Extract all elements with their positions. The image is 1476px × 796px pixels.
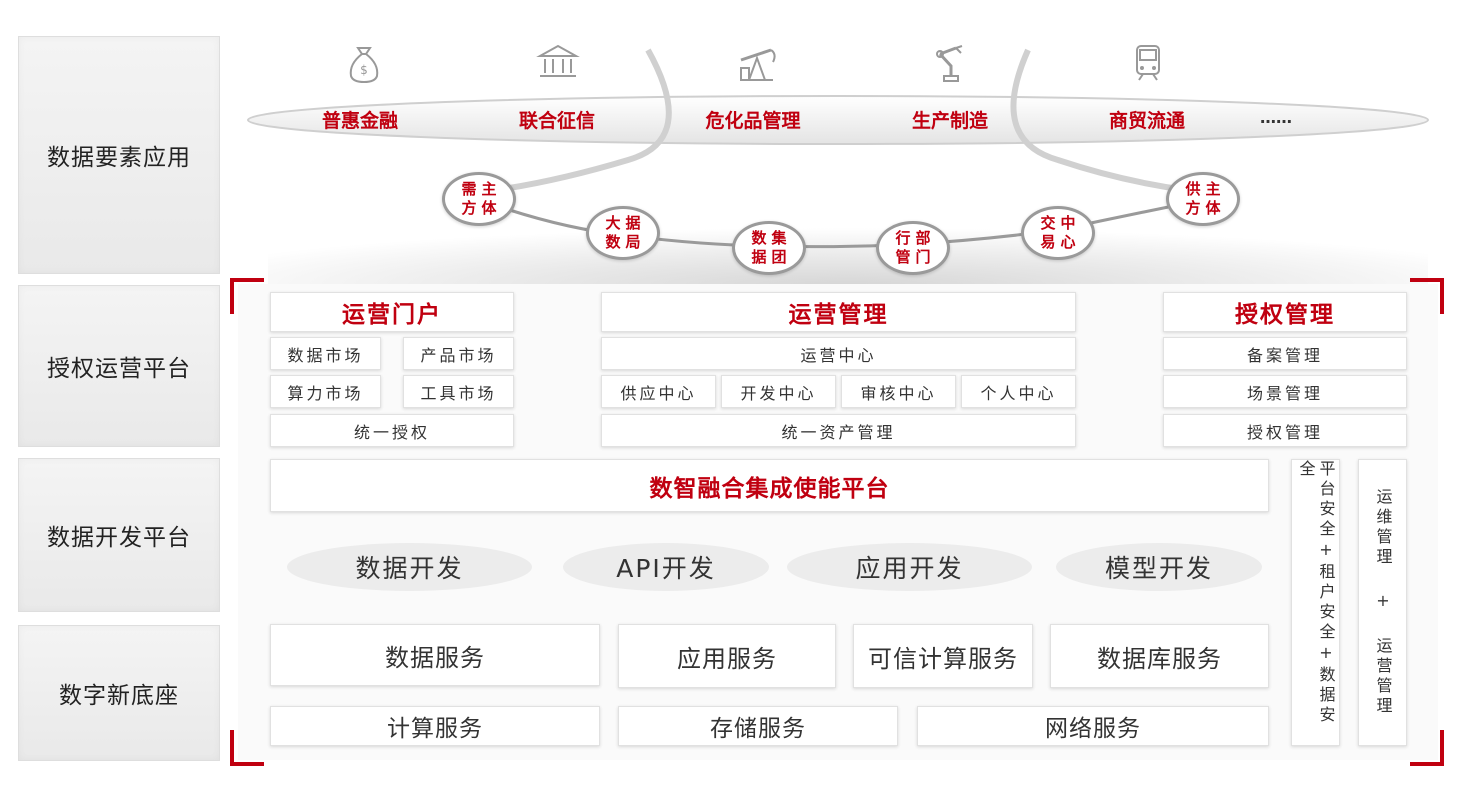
- ops-item-review-center: 审核中心: [841, 375, 956, 408]
- service-database: 数据库服务: [1050, 624, 1269, 688]
- portal-item-data-market: 数据市场: [270, 337, 381, 370]
- security-column: 平台安全+租户安全+数据安全: [1291, 459, 1340, 746]
- participant-regulator: 行管部门: [876, 221, 950, 275]
- service-application: 应用服务: [618, 624, 836, 688]
- portal-item-tool-market: 工具市场: [403, 375, 514, 408]
- application-label-inclusive-finance: 普惠金融: [321, 110, 399, 132]
- participant-label: 据局: [625, 214, 641, 251]
- portal-unified-authorization: 统一授权: [270, 414, 514, 447]
- participant-label: 中心: [1060, 214, 1076, 251]
- participant-label: 行管: [895, 229, 911, 266]
- application-label-joint-credit: 联合征信: [518, 110, 596, 132]
- infra-storage: 存储服务: [618, 706, 898, 746]
- participant-label: 部门: [915, 229, 931, 266]
- dev-model-development: 模型开发: [1056, 543, 1262, 591]
- oil-pump-icon: [740, 48, 776, 81]
- infra-compute: 计算服务: [270, 706, 600, 746]
- ops-maintenance-column-label: 运维管理 + 运营管理: [1373, 488, 1393, 717]
- ops-title: 运营管理: [601, 292, 1076, 332]
- corner-bracket-bottom-right: [1410, 730, 1444, 766]
- dev-application-development: 应用开发: [787, 543, 1032, 591]
- participant-label: 供方: [1185, 180, 1201, 217]
- ops-item-personal-center: 个人中心: [961, 375, 1076, 408]
- robot-arm-icon: [936, 45, 963, 82]
- infra-network: 网络服务: [917, 706, 1269, 746]
- application-label-commerce: 商贸流通: [1108, 110, 1186, 132]
- corner-bracket-top-right: [1410, 278, 1444, 314]
- application-label-more: ……: [1260, 108, 1292, 127]
- ops-item-supply-center: 供应中心: [601, 375, 716, 408]
- layer-label-dev-platform: 数据开发平台: [18, 458, 220, 612]
- corner-bracket-top-left: [230, 278, 264, 314]
- train-icon: [1136, 45, 1160, 81]
- ops-center: 运营中心: [601, 337, 1076, 370]
- ops-item-dev-center: 开发中心: [721, 375, 836, 408]
- auth-item-authorization: 授权管理: [1163, 414, 1407, 447]
- participant-big-data-bureau: 大数据局: [586, 206, 660, 260]
- participant-label: 主体: [481, 180, 497, 217]
- participant-label: 大数: [605, 214, 621, 251]
- participant-data-group: 数据集团: [732, 221, 806, 275]
- participant-supply-side: 供方主体: [1166, 172, 1240, 226]
- application-ring-background: [247, 48, 1429, 285]
- auth-item-filing: 备案管理: [1163, 337, 1407, 370]
- portal-item-product-market: 产品市场: [403, 337, 514, 370]
- security-column-label: 平台安全+租户安全+数据安全: [1296, 460, 1336, 726]
- participant-demand-side: 需方主体: [442, 172, 516, 226]
- dev-data-development: 数据开发: [287, 543, 532, 591]
- ops-unified-asset-management: 统一资产管理: [601, 414, 1076, 447]
- svg-text:$: $: [360, 63, 368, 77]
- layer-label-operation-platform: 授权运营平台: [18, 285, 220, 447]
- dev-api-development: API开发: [563, 543, 769, 591]
- participant-label: 交易: [1040, 214, 1056, 251]
- auth-item-scenario: 场景管理: [1163, 375, 1407, 408]
- auth-title: 授权管理: [1163, 292, 1407, 332]
- money-bag-icon: $: [349, 47, 379, 84]
- service-data: 数据服务: [270, 624, 600, 686]
- bank-icon: [536, 44, 580, 77]
- application-label-manufacturing: 生产制造: [911, 110, 989, 132]
- participant-label: 需方: [461, 180, 477, 217]
- integration-platform-title: 数智融合集成使能平台: [270, 459, 1269, 512]
- layer-label-foundation: 数字新底座: [18, 625, 220, 761]
- participant-exchange-center: 交易中心: [1021, 206, 1095, 260]
- service-trusted-computing: 可信计算服务: [853, 624, 1033, 688]
- portal-title: 运营门户: [270, 292, 514, 332]
- participant-label: 集团: [771, 229, 787, 266]
- participant-label: 数据: [751, 229, 767, 266]
- ops-maintenance-column: 运维管理 + 运营管理: [1358, 459, 1407, 746]
- corner-bracket-bottom-left: [230, 730, 264, 766]
- application-label-hazardous-chemicals: 危化品管理: [705, 110, 801, 132]
- layer-label-application: 数据要素应用: [18, 36, 220, 274]
- participant-label: 主体: [1205, 180, 1221, 217]
- portal-item-compute-market: 算力市场: [270, 375, 381, 408]
